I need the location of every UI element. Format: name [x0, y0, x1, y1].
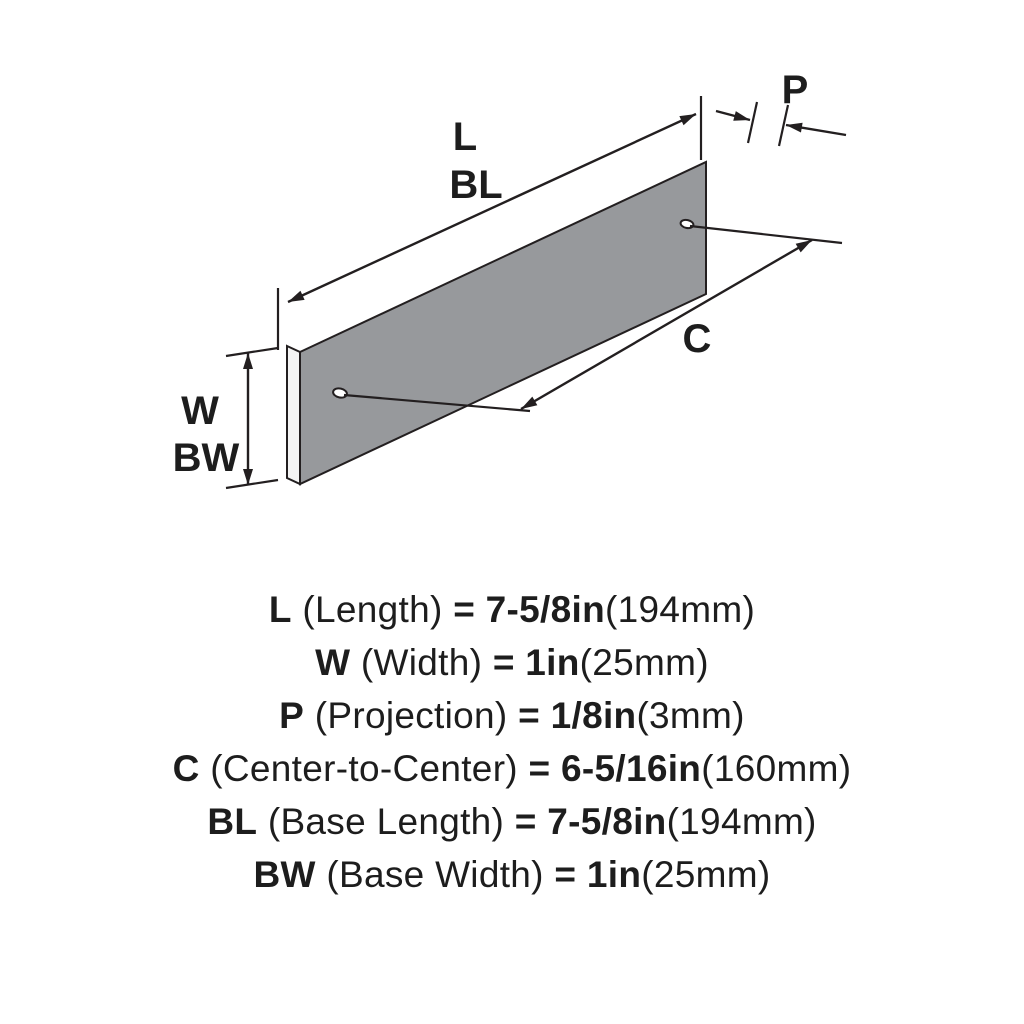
label-p: P: [782, 68, 809, 112]
center-dimension: C: [343, 224, 843, 413]
plate-left-edge: [286, 344, 301, 486]
legend-value: = 6-5/16in: [528, 748, 702, 789]
projection-arrow-left: [715, 109, 751, 122]
plate: [286, 160, 707, 486]
center-leader-top: [689, 224, 843, 245]
label-l: L: [453, 115, 477, 159]
center-leader-bottom: [343, 393, 531, 413]
legend-name: (Projection): [314, 695, 508, 736]
dimension-diagram: L BL P C W BW: [173, 68, 847, 490]
legend-row-bl: BL (Base Length) = 7-5/8in(194mm): [0, 795, 1024, 848]
width-tick-top: [225, 346, 279, 358]
legend-name: (Base Width): [326, 854, 544, 895]
legend-name: (Length): [302, 589, 443, 630]
label-c: C: [683, 317, 712, 361]
legend-abbr: BL: [207, 801, 258, 842]
legend-value: = 1/8in: [518, 695, 637, 736]
projection-arrow-right: [785, 122, 847, 137]
legend-row-p: P (Projection) = 1/8in(3mm): [0, 689, 1024, 742]
length-arrow: [287, 112, 697, 304]
legend-metric: (3mm): [636, 695, 745, 736]
legend-value: = 7-5/8in: [453, 589, 605, 630]
legend-metric: (160mm): [701, 748, 852, 789]
label-w: W: [181, 389, 219, 433]
projection-tick-left: [746, 101, 759, 144]
legend-abbr: L: [268, 589, 292, 630]
legend-name: (Base Length): [267, 801, 505, 842]
legend-row-c: C (Center-to-Center) = 6-5/16in(160mm): [0, 742, 1024, 795]
legend-abbr: W: [315, 642, 351, 683]
legend-abbr: BW: [253, 854, 316, 895]
dimension-legend: L (Length) = 7-5/8in(194mm) W (Width) = …: [0, 583, 1024, 901]
plate-face: [299, 160, 707, 486]
legend-value: = 7-5/8in: [514, 801, 667, 842]
legend-value: = 1in: [554, 854, 642, 895]
legend-metric: (25mm): [579, 642, 709, 683]
legend-abbr: P: [279, 695, 305, 736]
legend-metric: (194mm): [666, 801, 817, 842]
label-bl: BL: [449, 163, 502, 207]
width-dimension: W BW: [173, 346, 279, 490]
legend-row-bw: BW (Base Width) = 1in(25mm): [0, 848, 1024, 901]
legend-row-l: L (Length) = 7-5/8in(194mm): [0, 583, 1024, 636]
width-tick-bottom: [225, 478, 279, 490]
label-bw: BW: [173, 436, 240, 480]
legend-row-w: W (Width) = 1in(25mm): [0, 636, 1024, 689]
legend-metric: (194mm): [605, 589, 756, 630]
center-arrow: [520, 238, 813, 411]
legend-value: = 1in: [492, 642, 580, 683]
legend-metric: (25mm): [641, 854, 771, 895]
projection-tick-right: [777, 104, 790, 147]
legend-name: (Width): [360, 642, 483, 683]
projection-dimension: P: [715, 68, 847, 147]
length-dimension: L BL: [276, 96, 703, 350]
legend-abbr: C: [172, 748, 200, 789]
legend-name: (Center-to-Center): [210, 748, 518, 789]
